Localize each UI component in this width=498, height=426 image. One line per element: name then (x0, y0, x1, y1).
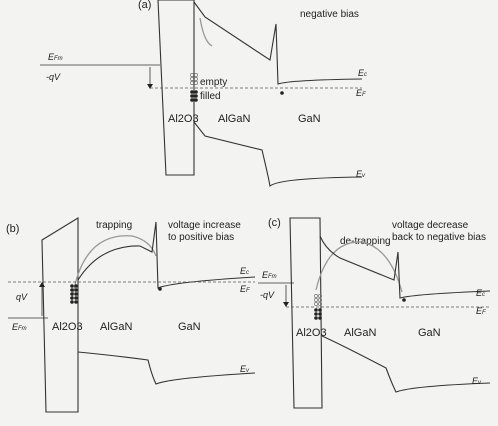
panel-a-barrier-label: AlGaN (218, 113, 250, 125)
panel-c-ef-label: EF (476, 306, 486, 316)
panel-c-oxide-layer (289, 217, 323, 409)
panel-a-condition: negative bias (300, 9, 359, 20)
panel-b-electron (158, 287, 162, 291)
panel-c-condition-line2: back to negative bias (392, 232, 486, 243)
panel-c-efm-label: EFm (262, 270, 277, 280)
panel-c-electron (402, 298, 406, 302)
panel-b-ec-label: Ec (240, 266, 249, 276)
panel-b-conduction-band (77, 221, 256, 289)
panel-c-process: de-trapping (340, 236, 391, 247)
panel-b-trap-states (70, 284, 78, 304)
panel-c-channel-label: GaN (418, 327, 441, 339)
panel-b-ev-label: Ev (240, 364, 250, 374)
panel-b-barrier-label: AlGaN (100, 321, 132, 333)
panel-b-channel-label: GaN (178, 321, 201, 333)
panel-c-valence-band (321, 335, 491, 393)
panel-b-valence-band (77, 351, 256, 385)
panel-a-valence-band (193, 121, 363, 188)
panel-a-ec-label: Ec (358, 68, 367, 78)
panel-a-channel-label: GaN (298, 113, 321, 125)
panel-c-detrapping-arc (315, 241, 403, 293)
panel-a-qv-label: -qV (46, 72, 61, 82)
panel-c-label: (c) (268, 217, 281, 229)
panel-a-filled-label: filled (200, 91, 221, 102)
panel-b-trapping-arc (71, 235, 157, 301)
panel-b: (b) trapping voltage increase to positiv… (6, 217, 256, 413)
panel-a-arrow-head (147, 84, 153, 89)
panel-a-efm-label: EFm (48, 52, 63, 62)
panel-a-trap-states (190, 73, 198, 102)
panel-c-arrow-head (283, 302, 289, 307)
panel-a: (a) negative bias empty filled EFm -qV (40, 0, 367, 188)
panel-b-condition-line1: voltage increase (168, 220, 241, 231)
panel-c-conduction-band (319, 235, 491, 299)
panel-c-condition-line1: voltage decrease (392, 220, 469, 231)
panel-a-label: (a) (138, 0, 151, 11)
panel-a-electron (280, 91, 284, 95)
panel-b-efm-label: EFm (12, 322, 27, 332)
panel-a-oxide-label: Al2O3 (168, 113, 199, 125)
panel-a-oxide-layer (157, 0, 195, 176)
panel-c-trap-states (314, 294, 322, 320)
panel-c-qv-label: -qV (260, 290, 275, 300)
panel-a-conduction-band (193, 1, 363, 85)
panel-c-ec-label: Ec (476, 288, 485, 298)
panel-b-qv-label: qV (16, 292, 28, 302)
panel-a-band-bend (199, 17, 213, 47)
panel-b-ef-label: EF (240, 284, 250, 294)
panel-c-oxide-label: Al2O3 (296, 327, 327, 339)
panel-c: (c) de-trapping voltage decrease back to… (258, 217, 491, 409)
panel-c-ev-label: Ev (472, 376, 482, 386)
panel-a-empty-label: empty (200, 77, 227, 88)
panel-b-process: trapping (96, 220, 132, 231)
panel-b-oxide-label: Al2O3 (52, 321, 83, 333)
panel-c-barrier-label: AlGaN (344, 327, 376, 339)
panel-a-ef-label: EF (356, 88, 366, 98)
panel-a-ev-label: Ev (356, 169, 366, 179)
panel-b-arrow-head (39, 282, 45, 287)
panel-b-oxide-layer (41, 217, 79, 413)
panel-b-label: (b) (6, 223, 19, 235)
panel-b-condition-line2: to positive bias (168, 232, 234, 243)
